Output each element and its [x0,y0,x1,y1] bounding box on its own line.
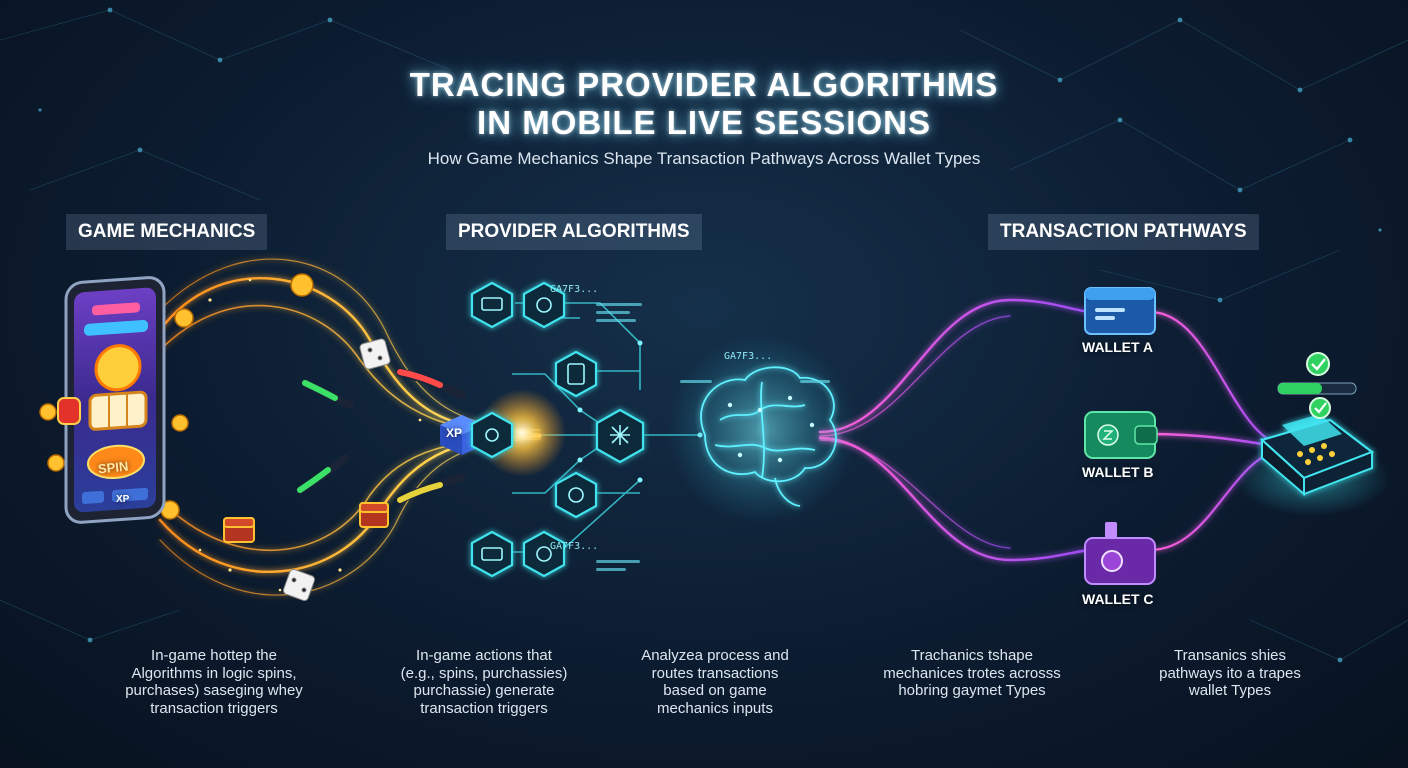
brain-glow [667,335,857,525]
gold-sparkles [198,278,462,592]
energy-flare [478,389,566,477]
coins [39,273,314,520]
column-label-transaction-pathways: TRANSACTION PATHWAYS [988,214,1259,250]
check-badge-icon [1306,352,1331,419]
algorithm-hexagons [470,281,645,578]
wallet-c-icon [1084,522,1156,585]
wallet-a-icon [1084,287,1156,335]
description-game-mechanics: In-game hottep the Algorithms in logic s… [125,647,303,717]
code-line [596,311,630,314]
code-line [596,568,626,571]
payment-terminal-icon [1259,414,1375,497]
code-tag: GA7F3... [550,284,599,295]
description-actions: In-game actions that (e.g., spins, purch… [400,647,568,717]
title-line-2: IN MOBILE LIVE SESSIONS [477,104,931,141]
wallet-b-icon [1084,411,1158,459]
description-algorithms: Analyzea process and routes transactions… [641,647,789,717]
subtitle: How Game Mechanics Shape Transaction Pat… [427,149,981,168]
code-tag: GA7F3... [550,541,599,552]
code-line [680,380,712,383]
code-tag: GA7F3... [724,351,773,362]
wallet-a-label: WALLET A [1082,339,1154,355]
treasure-chest-icon [223,502,389,543]
hexagon-glyphs [481,297,630,562]
column-label-game-mechanics: GAME MECHANICS [66,214,268,250]
network-nodes [38,7,1382,663]
phone-spin-label: SPIN [97,458,130,477]
smartphone [57,276,166,524]
wallet-b-label: WALLET B [1082,464,1154,480]
mini-gauges [296,368,466,504]
brain-nodes [727,395,815,463]
wallet-c-label: WALLET C [1082,591,1154,607]
dice-icon [282,338,391,602]
title-line-1: TRACING PROVIDER ALGORITHMS [409,66,999,103]
code-line [800,380,830,383]
description-wallet-types: Transanics shies pathways ito a trapes w… [1159,647,1301,699]
magenta-streams [818,298,1282,562]
cube-xp-label: XP [446,426,463,440]
code-line [596,560,640,563]
progress-bar-icon [1277,382,1357,395]
code-line [596,319,636,322]
column-label-provider-algorithms: PROVIDER ALGORITHMS [446,214,702,250]
description-pathways: Trachanics tshape mechanices trotes acro… [883,647,1061,699]
phone-xp-label: XP [116,494,130,505]
code-line [596,303,642,306]
